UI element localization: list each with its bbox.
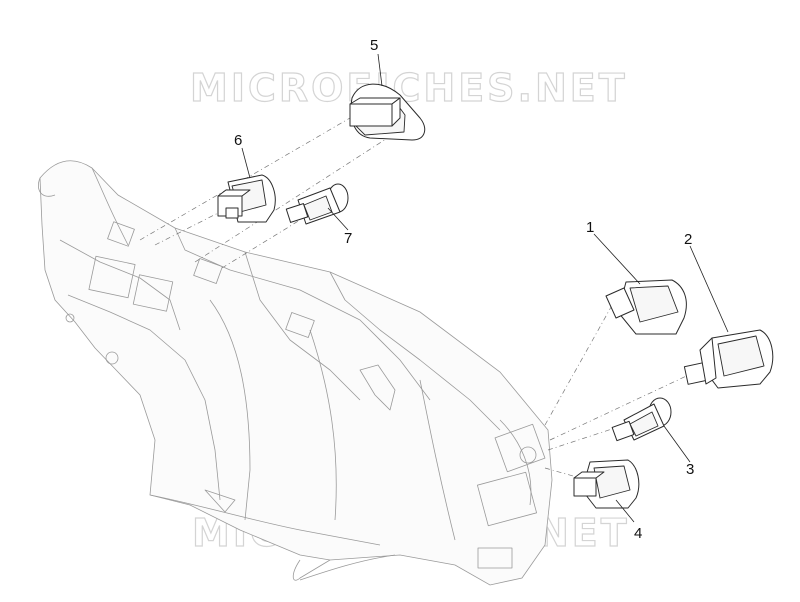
handlebar-cover bbox=[38, 160, 553, 586]
callout-3: 3 bbox=[686, 461, 694, 478]
part-2-switch-housing bbox=[683, 329, 774, 389]
callout-7: 7 bbox=[344, 230, 352, 247]
part-1-switch bbox=[605, 279, 687, 335]
part-7-switch bbox=[285, 183, 349, 225]
part-5-switch-bezel bbox=[349, 83, 426, 141]
callout-2: 2 bbox=[684, 231, 692, 248]
callout-6: 6 bbox=[234, 132, 242, 149]
leader-lines bbox=[241, 53, 729, 523]
callout-4: 4 bbox=[634, 525, 642, 542]
part-4-switch bbox=[573, 459, 640, 509]
part-6-switch bbox=[217, 174, 276, 223]
watermark-top: MICROFICHES.NET bbox=[190, 66, 628, 110]
callout-5: 5 bbox=[370, 37, 378, 54]
callout-1: 1 bbox=[586, 219, 594, 236]
part-3-switch bbox=[611, 397, 672, 442]
